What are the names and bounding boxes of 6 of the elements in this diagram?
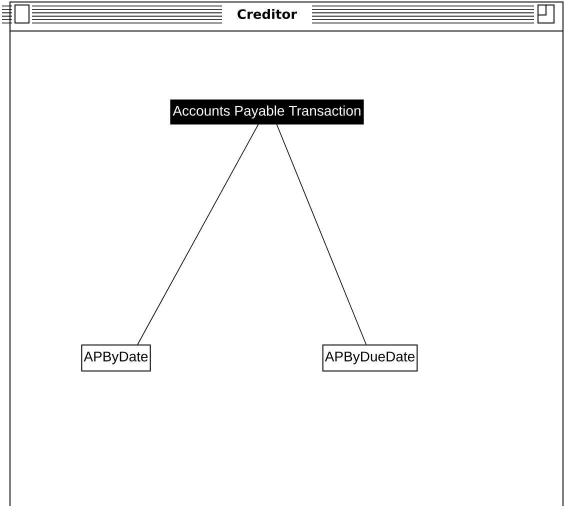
title-box: Accounts Payable Transaction <box>170 100 364 124</box>
connector-line <box>276 124 367 345</box>
entity-box: APByDueDate <box>322 344 418 372</box>
entity-box: APByDate <box>81 344 151 372</box>
connector-line <box>137 124 259 345</box>
window-title: Creditor <box>238 8 297 20</box>
